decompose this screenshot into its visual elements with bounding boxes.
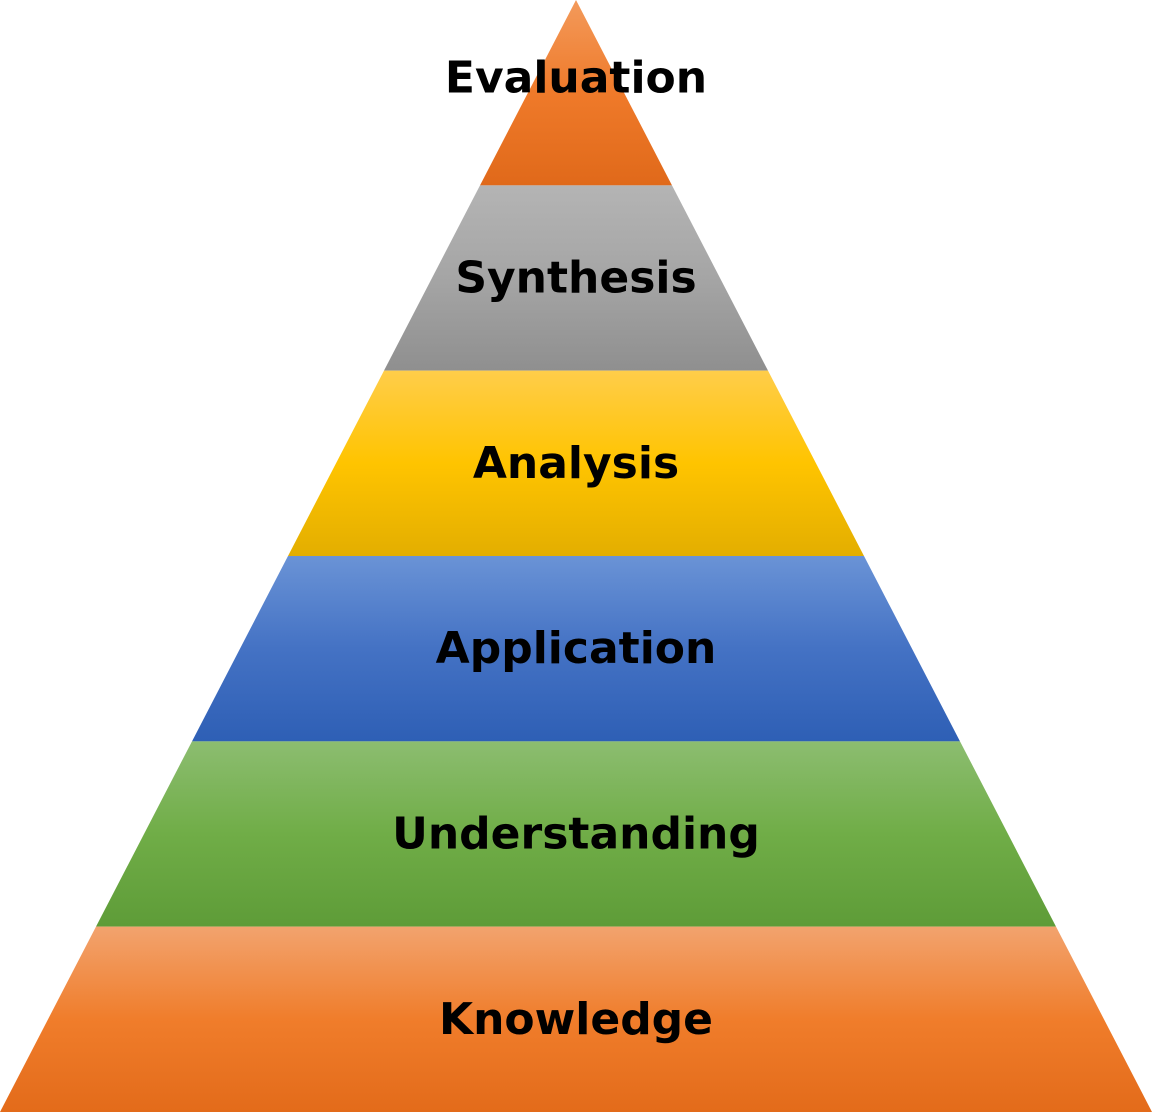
pyramid-label-evaluation: Evaluation (445, 52, 707, 103)
pyramid-label-application: Application (436, 623, 717, 674)
pyramid-band-application (192, 556, 960, 742)
pyramid-band-knowledge (0, 926, 1152, 1112)
pyramid-label-knowledge: Knowledge (439, 994, 713, 1045)
pyramid-band-synthesis (384, 185, 768, 371)
pyramid-label-synthesis: Synthesis (455, 253, 696, 304)
pyramid-label-understanding: Understanding (392, 809, 760, 860)
pyramid-band-understanding (96, 741, 1056, 927)
pyramid-label-analysis: Analysis (473, 438, 679, 489)
pyramid-band-evaluation (480, 0, 672, 186)
pyramid-labels: EvaluationSynthesisAnalysisApplicationUn… (392, 52, 760, 1044)
pyramid-band-analysis (288, 370, 864, 556)
